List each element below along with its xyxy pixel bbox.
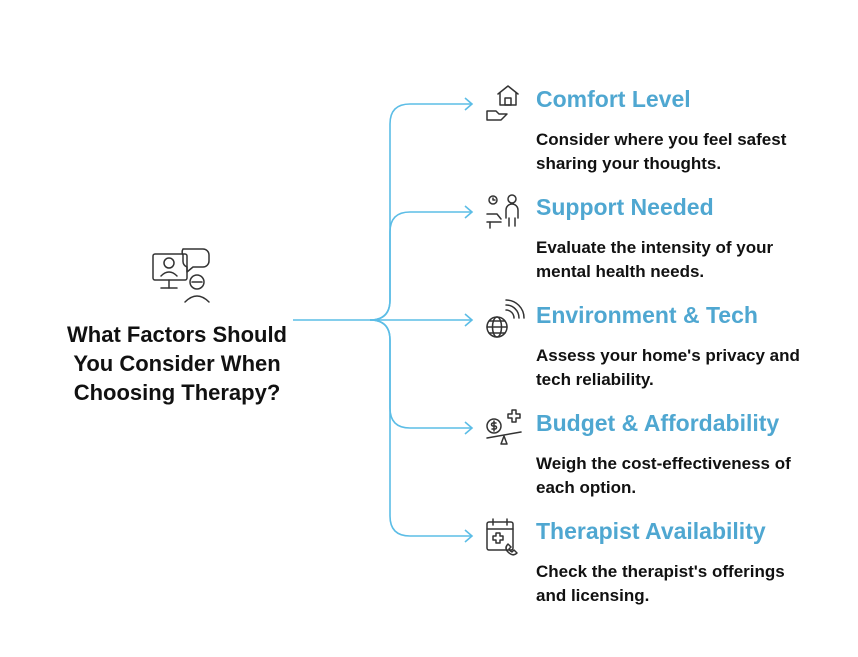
- factor-therapist-availability: Therapist Availability Check the therapi…: [484, 516, 844, 616]
- factor-title: Budget & Affordability: [536, 410, 780, 436]
- factor-environment-tech: Environment & Tech Assess your home's pr…: [484, 299, 844, 400]
- factor-description: Consider where you feel safest sharing y…: [536, 130, 787, 173]
- connector-arrowhead: [464, 313, 474, 327]
- factor-comfort-level: Comfort Level Consider where you feel sa…: [484, 84, 844, 184]
- title-line: You Consider When: [73, 351, 281, 376]
- connector-arrowhead: [464, 97, 474, 111]
- online-therapy-icon: [147, 246, 213, 304]
- factor-budget-affordability: Budget & Affordability Weigh the cost-ef…: [484, 408, 844, 508]
- factor-title: Support Needed: [536, 194, 714, 220]
- factor-support-needed: Support Needed Evaluate the intensity of…: [484, 192, 844, 292]
- factor-title: Comfort Level: [536, 86, 691, 112]
- connector-branch: [369, 319, 472, 429]
- title-line: What Factors Should: [67, 322, 287, 347]
- connector-branch: [369, 211, 472, 321]
- title-line: Choosing Therapy?: [73, 380, 281, 405]
- factor-description: Weigh the cost-effectiveness of each opt…: [536, 454, 791, 497]
- cost-balance-icon: [484, 408, 524, 448]
- connector-branch: [369, 319, 472, 537]
- connector-arrowhead: [464, 421, 474, 435]
- factor-description: Check the therapist's offerings and lice…: [536, 562, 785, 605]
- connector-arrowhead: [464, 529, 474, 543]
- home-hand-icon: [484, 84, 524, 124]
- calendar-medical-icon: [484, 516, 524, 556]
- factor-title: Environment & Tech: [536, 302, 758, 328]
- factor-description: Assess your home's privacy and tech reli…: [536, 346, 800, 389]
- diagram-title: What Factors Should You Consider When Ch…: [40, 320, 314, 407]
- factor-title: Therapist Availability: [536, 518, 766, 544]
- therapy-session-icon: [484, 192, 524, 232]
- factor-description: Evaluate the intensity of your mental he…: [536, 238, 774, 281]
- globe-signal-icon: [484, 299, 525, 340]
- connector-arrowhead: [464, 205, 474, 219]
